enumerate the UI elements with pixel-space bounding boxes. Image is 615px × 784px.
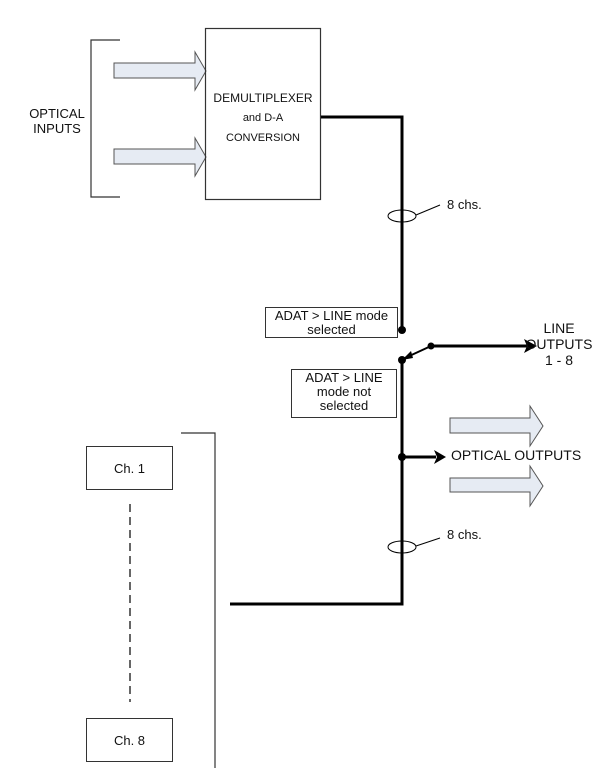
line-outputs-label: LINE OUTPUTS 1 - 8 (520, 320, 598, 368)
line-outputs-label-line1: LINE (543, 320, 575, 336)
switch-contact-selected (398, 326, 406, 334)
channel-1-box: Ch. 1 (86, 446, 173, 490)
optical-inputs-bracket (90, 39, 120, 198)
switch-lever-arrowhead (402, 351, 413, 360)
optical-output-arrow-2 (449, 464, 544, 508)
mode-selected-label-line1: ADAT > LINE mode (274, 308, 389, 323)
line-outputs-label-line3: 1 - 8 (544, 352, 573, 368)
bus-bottom-label-leader (415, 537, 441, 547)
optical-inputs-label: OPTICAL INPUTS (24, 106, 90, 136)
demultiplexer-box (204, 27, 322, 201)
channel-1-label: Ch. 1 (113, 460, 146, 476)
mode-not-selected-label-line3: selected (319, 398, 369, 413)
optical-output-arrow-1 (449, 404, 544, 448)
mode-selected-label: ADAT > LINE mode selected (265, 307, 398, 338)
optical-inputs-label-line1: OPTICAL (29, 106, 85, 121)
demultiplexer-label-line1: DEMULTIPLEXER (213, 91, 313, 105)
line-outputs-arrowhead (524, 339, 537, 353)
mode-selected-label-line2: selected (307, 322, 356, 337)
demultiplexer-label-line3: CONVERSION (226, 132, 300, 144)
demultiplexer-label: DEMULTIPLEXER and D-A CONVERSION (205, 88, 321, 148)
mode-not-selected-label-line1: ADAT > LINE (305, 370, 383, 385)
bus-top-label: 8 chs. (447, 197, 482, 212)
channel-8-box: Ch. 8 (86, 718, 173, 762)
bus-top-bundle-icon (387, 209, 417, 223)
channels-bracket (181, 432, 216, 768)
mode-not-selected-label-line2: mode not (316, 384, 372, 399)
optical-outputs-label: OPTICAL OUTPUTS (451, 447, 582, 463)
bus-top-label-leader (415, 204, 441, 216)
optical-outputs-arrowhead (434, 450, 446, 464)
bus-bottom-bundle-icon (387, 540, 417, 554)
demux-output-bus (321, 115, 404, 330)
line-outputs-label-line2: OUTPUTS (525, 336, 593, 352)
optical-input-arrow-2 (113, 136, 207, 178)
demultiplexer-label-line2: and D-A (242, 112, 284, 124)
bus-bottom-label: 8 chs. (447, 527, 482, 542)
optical-inputs-label-line2: INPUTS (33, 121, 81, 136)
lower-bus (230, 360, 404, 606)
mode-not-selected-label: ADAT > LINE mode not selected (291, 369, 397, 418)
optical-input-arrow-1 (113, 50, 207, 92)
channel-8-label: Ch. 8 (113, 732, 146, 748)
